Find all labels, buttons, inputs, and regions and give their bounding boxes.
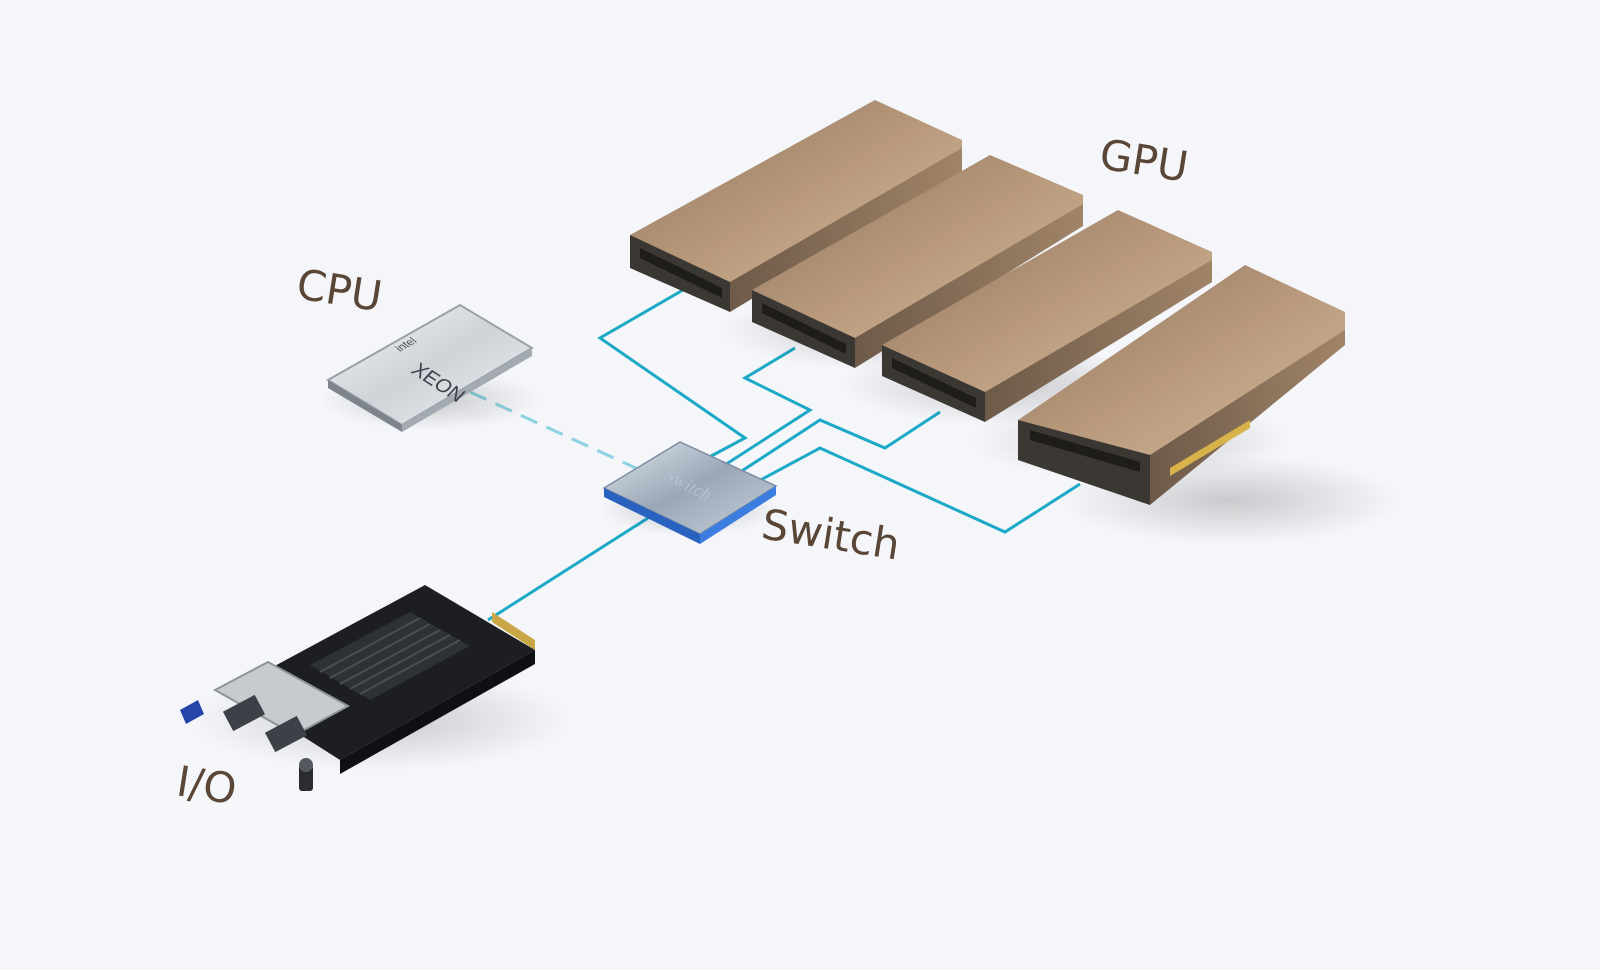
cpu-label: CPU	[293, 259, 385, 321]
link-gpu4	[741, 446, 1081, 534]
link-gpu2	[713, 346, 814, 474]
link-gpu3	[727, 410, 941, 482]
io-label: I/O	[173, 756, 240, 814]
switch-chip-icon: Switch	[600, 441, 780, 544]
cpu-chip-icon: intel XEON	[320, 303, 540, 432]
link-io	[487, 516, 649, 622]
io-card-icon	[180, 585, 570, 791]
switch-label: Switch	[758, 499, 903, 569]
gpu-card-icon	[1018, 265, 1400, 544]
link-gpu1	[597, 288, 748, 464]
gpu-group	[630, 100, 1400, 544]
gpu-label: GPU	[1096, 129, 1191, 191]
